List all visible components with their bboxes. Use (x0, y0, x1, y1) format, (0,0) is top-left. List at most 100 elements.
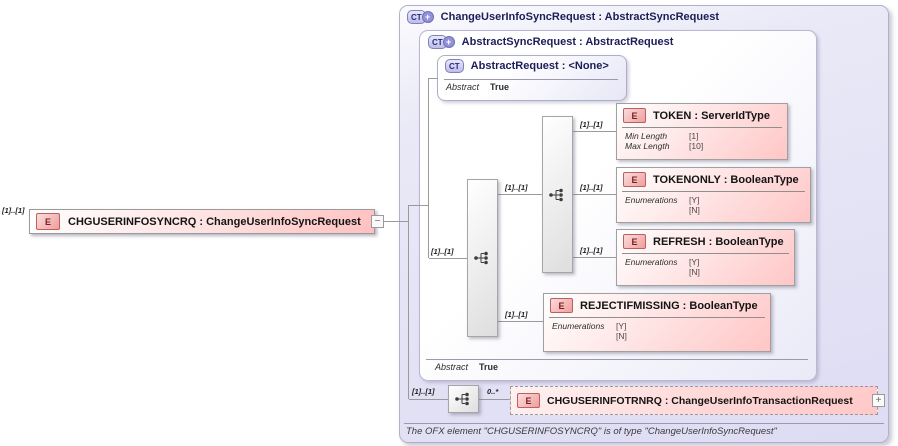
complextype-header: CT AbstractRequest : <None> (445, 59, 609, 73)
connector-line (384, 221, 408, 222)
abstract-row: Abstract True (446, 82, 509, 92)
divider (622, 253, 789, 254)
complex-type-icon: CT (445, 59, 464, 73)
complextype-title: AbstractSyncRequest : AbstractRequest (461, 36, 674, 48)
element-title-row: E REFRESH : BooleanType (617, 230, 794, 251)
complex-type-plus-icon: CT + (428, 35, 455, 49)
collapse-toggle[interactable]: − (371, 215, 384, 228)
facet-label: Max Length (625, 141, 670, 151)
complextype-header: CT + ChangeUserInfoSyncRequest : Abstrac… (407, 10, 719, 24)
facet-list: Enumerations [Y] [N] (617, 192, 810, 215)
connector-line (428, 78, 438, 79)
abstract-value: True (479, 362, 499, 372)
element-title-row: E TOKEN : ServerIdType (617, 104, 787, 125)
element-icon: E (623, 172, 646, 187)
facet-value: [N] (689, 267, 700, 277)
facet-values: [Y] [N] (689, 195, 700, 215)
facet-list: Min Length [1] Max Length [10] (617, 128, 787, 151)
connector-line (498, 194, 542, 195)
abstract-value: True (490, 82, 510, 92)
element-box-chguserinfotrnrq[interactable]: E CHGUSERINFOTRNRQ : ChangeUserInfoTrans… (510, 386, 878, 415)
sequence-compositor (542, 116, 573, 273)
element-icon: E (623, 108, 646, 123)
complextype-box-abstractrequest: CT AbstractRequest : <None> Abstract Tru… (437, 55, 627, 101)
facet-values: [Y] [N] (616, 321, 627, 341)
expand-toggle[interactable]: + (872, 394, 885, 407)
element-icon: E (517, 393, 540, 408)
connector-line (408, 205, 429, 206)
facet-value: [N] (689, 205, 700, 215)
cardinality-inner-seq: [1]..[1] (505, 183, 528, 192)
abstract-divider (444, 79, 618, 80)
element-box-chguserinfosyncrq[interactable]: E CHGUSERINFOSYNCRQ : ChangeUserInfoSync… (29, 209, 375, 234)
element-title-row: E REJECTIFMISSING : BooleanType (544, 294, 770, 315)
cardinality-bottom-seq: [1]..[1] (412, 387, 435, 396)
connector-line (573, 257, 616, 258)
connector-line (428, 78, 429, 258)
element-box-rejectifmissing[interactable]: E REJECTIFMISSING : BooleanType Enumerat… (543, 293, 771, 352)
footer-note: The OFX element "CHGUSERINFOSYNCRQ" is o… (406, 426, 777, 437)
complextype-header: CT + AbstractSyncRequest : AbstractReque… (428, 35, 673, 49)
facet-label: Enumerations (625, 195, 678, 205)
connector-line (498, 321, 543, 322)
facet-row: Enumerations [Y] [N] (552, 321, 762, 341)
facet-row: Min Length [1] (625, 131, 779, 141)
element-title: REFRESH : BooleanType (653, 235, 784, 248)
element-icon: E (550, 298, 573, 313)
ct-plus-bubble: + (442, 36, 455, 48)
connector-line (573, 194, 616, 195)
cardinality-outer-seq: [1]..[1] (431, 247, 454, 256)
connector-line (429, 258, 467, 259)
facet-label: Min Length (625, 131, 668, 141)
facet-value: [N] (616, 331, 627, 341)
sequence-compositor (448, 385, 479, 413)
element-icon: E (36, 213, 60, 230)
cardinality-reject: [1]..[1] (505, 310, 528, 319)
complex-type-plus-icon: CT + (407, 10, 434, 24)
sequence-compositor (467, 179, 498, 337)
facet-row: Enumerations [Y] [N] (625, 257, 786, 277)
ct-plus-bubble: + (421, 11, 434, 23)
facet-value: [10] (689, 141, 704, 151)
abstract-divider (426, 359, 808, 360)
ct-chip: CT (428, 35, 447, 49)
element-title: CHGUSERINFOTRNRQ : ChangeUserInfoTransac… (547, 394, 853, 407)
cardinality-tokenonly: [1]..[1] (580, 183, 603, 192)
abstract-label: Abstract (435, 362, 469, 372)
facet-label: Enumerations (552, 321, 605, 331)
element-title: TOKEN : ServerIdType (653, 109, 770, 122)
divider (622, 191, 805, 192)
footer-divider (404, 423, 884, 424)
facet-list: Enumerations [Y] [N] (617, 254, 794, 277)
abstract-row: Abstract True (435, 362, 498, 372)
facet-value: [Y] (689, 257, 700, 267)
facet-values: [Y] [N] (689, 257, 700, 277)
facet-row: Max Length [10] (625, 141, 779, 151)
element-box-refresh[interactable]: E REFRESH : BooleanType Enumerations [Y]… (616, 229, 795, 286)
facet-value: [Y] (689, 195, 700, 205)
element-icon: E (623, 234, 646, 249)
connector-line (573, 131, 616, 132)
cardinality-refresh: [1]..[1] (580, 246, 603, 255)
cardinality-root: [1]..[1] (2, 206, 25, 215)
cardinality-token: [1]..[1] (580, 120, 603, 129)
sequence-icon (473, 251, 488, 265)
divider (622, 127, 782, 128)
divider (549, 317, 765, 318)
cardinality-transaction: 0..* (487, 387, 499, 396)
ct-chip: CT (445, 59, 464, 73)
element-box-tokenonly[interactable]: E TOKENONLY : BooleanType Enumerations [… (616, 167, 811, 223)
element-box-token[interactable]: E TOKEN : ServerIdType Min Length [1] Ma… (616, 103, 788, 160)
facet-value: [1] (689, 131, 699, 141)
complextype-title: ChangeUserInfoSyncRequest : AbstractSync… (440, 11, 719, 23)
sequence-icon (454, 392, 469, 406)
connector-line (408, 205, 409, 399)
element-title: CHGUSERINFOSYNCRQ : ChangeUserInfoSyncRe… (68, 215, 361, 228)
facet-value: [Y] (616, 321, 627, 331)
element-title: REJECTIFMISSING : BooleanType (580, 299, 758, 312)
facet-row: Enumerations [Y] [N] (625, 195, 802, 215)
facet-list: Enumerations [Y] [N] (544, 318, 770, 341)
connector-line (409, 399, 448, 400)
facet-label: Enumerations (625, 257, 678, 267)
